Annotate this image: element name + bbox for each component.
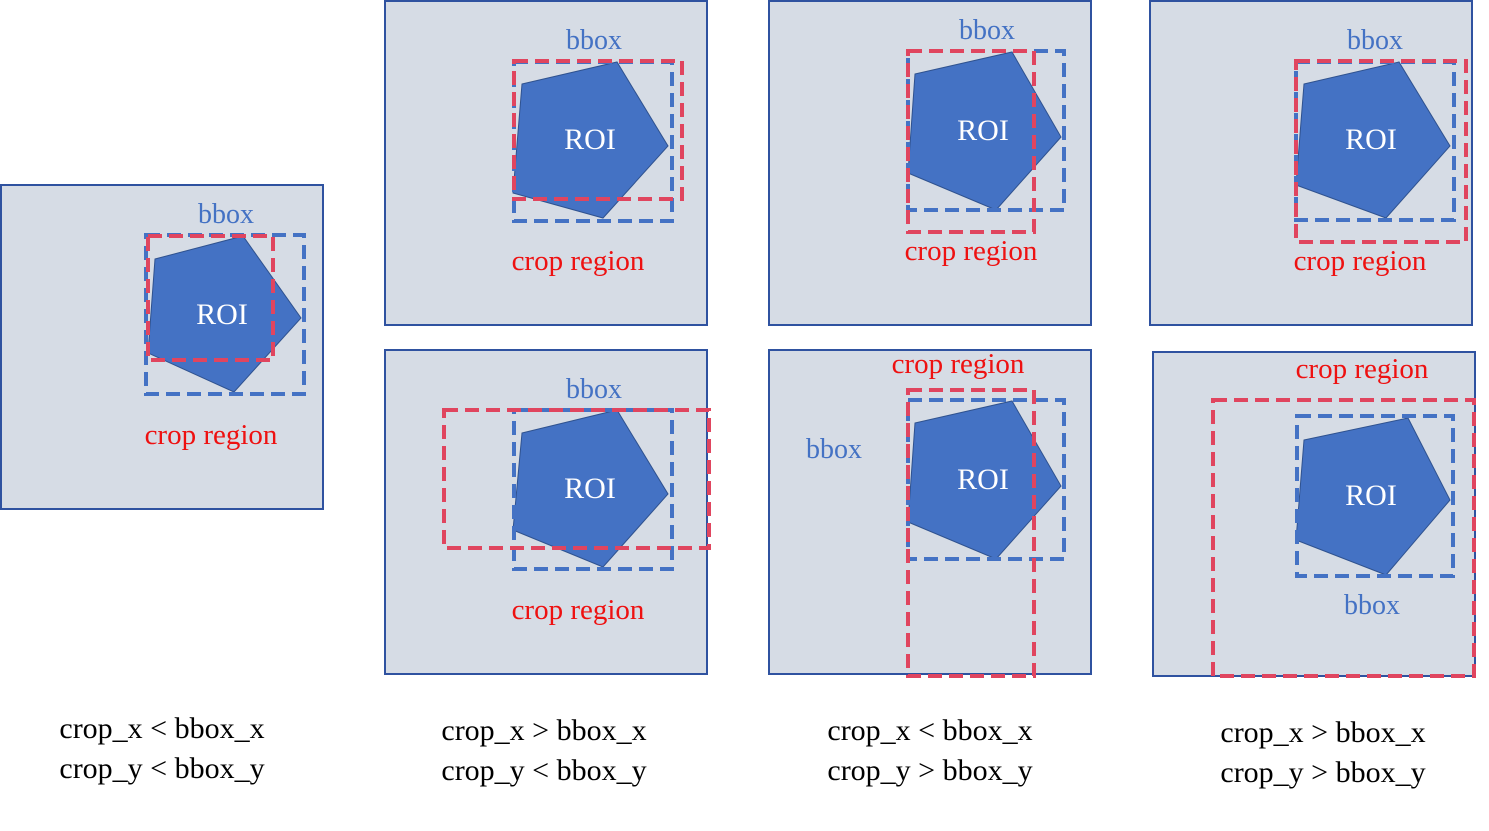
panel-4-top-bbox-label: bbox — [1347, 25, 1403, 56]
panel-4-top-crop-region — [1294, 59, 1468, 244]
condition-2-line-1: crop_x > bbox_x — [441, 714, 646, 747]
panel-2-bottom: ROI bbox crop region — [384, 349, 711, 675]
panel-3-top: ROI bbox crop region — [768, 0, 1092, 326]
condition-3-line-2: crop_y > bbox_y — [827, 754, 1032, 787]
panel-4-bottom-crop-region — [1211, 398, 1476, 678]
panel-4-top: ROI bbox crop region — [1149, 0, 1473, 326]
panel-2-top-crop-label: crop region — [512, 245, 645, 277]
condition-1-line-1: crop_x < bbox_x — [59, 712, 264, 745]
panel-4-bottom-bbox-label: bbox — [1344, 590, 1400, 621]
panel-3-top-roi-label: ROI — [957, 114, 1009, 147]
panel-4-bottom-roi-label: ROI — [1345, 479, 1397, 512]
panel-2-bottom-crop-region — [442, 408, 711, 550]
panel-4-bottom: ROI bbox crop region — [1152, 351, 1476, 678]
panel-3-bottom: ROI bbox crop region — [768, 348, 1092, 678]
panel-2-top-roi-label: ROI — [564, 123, 616, 156]
panel-3-top-crop-label: crop region — [905, 235, 1038, 267]
panel-2-top-bbox-label: bbox — [566, 25, 622, 56]
panel-2-bottom-crop-label: crop region — [512, 594, 645, 626]
condition-2-line-2: crop_y < bbox_y — [441, 754, 646, 787]
panel-1-crop-label: crop region — [145, 419, 278, 451]
panel-2-bottom-bbox-label: bbox — [566, 374, 622, 405]
panel-3-top-bbox-label: bbox — [959, 15, 1015, 46]
condition-4-line-1: crop_x > bbox_x — [1220, 716, 1425, 749]
panel-2-bottom-bbox — [512, 408, 674, 571]
panel-2-top-roi-shape — [512, 61, 669, 219]
condition-2: crop_x > bbox_x crop_y < bbox_y — [441, 714, 646, 787]
panel-4-bottom-bbox — [1295, 414, 1455, 578]
condition-3: crop_x < bbox_x crop_y > bbox_y — [827, 714, 1032, 787]
panel-4-bottom-crop-label: crop region — [1296, 353, 1429, 385]
panel-2-top-crop-region — [512, 59, 684, 201]
condition-4-line-2: crop_y > bbox_y — [1220, 756, 1425, 789]
panel-4-bottom-roi-shape — [1295, 417, 1451, 576]
panel-3-bottom-roi-label: ROI — [957, 463, 1009, 496]
panel-2-top: ROI bbox crop region — [384, 0, 708, 326]
panel-4-top-crop-label: crop region — [1294, 245, 1427, 277]
panel-3-bottom-bbox — [906, 398, 1066, 561]
panel-2-bottom-roi-label: ROI — [564, 472, 616, 505]
panel-1: ROI bbox crop region — [0, 184, 324, 510]
panel-3-bottom-bbox-label: bbox — [806, 434, 862, 465]
condition-3-line-1: crop_x < bbox_x — [827, 714, 1032, 747]
panel-1-roi-shape — [147, 235, 302, 393]
condition-1-line-2: crop_y < bbox_y — [59, 752, 264, 785]
panel-3-bottom-crop-region — [906, 388, 1036, 678]
panel-4-top-roi-label: ROI — [1345, 123, 1397, 156]
panel-1-roi-label: ROI — [196, 298, 248, 331]
condition-4: crop_x > bbox_x crop_y > bbox_y — [1220, 716, 1425, 789]
panel-1-bbox-label: bbox — [198, 199, 254, 230]
panel-3-top-crop-region — [906, 49, 1036, 234]
condition-1: crop_x < bbox_x crop_y < bbox_y — [59, 712, 264, 785]
panel-3-bottom-crop-label: crop region — [892, 348, 1025, 380]
panel-1-bbox — [144, 233, 306, 396]
panel-3-bottom-roi-shape — [907, 400, 1062, 560]
